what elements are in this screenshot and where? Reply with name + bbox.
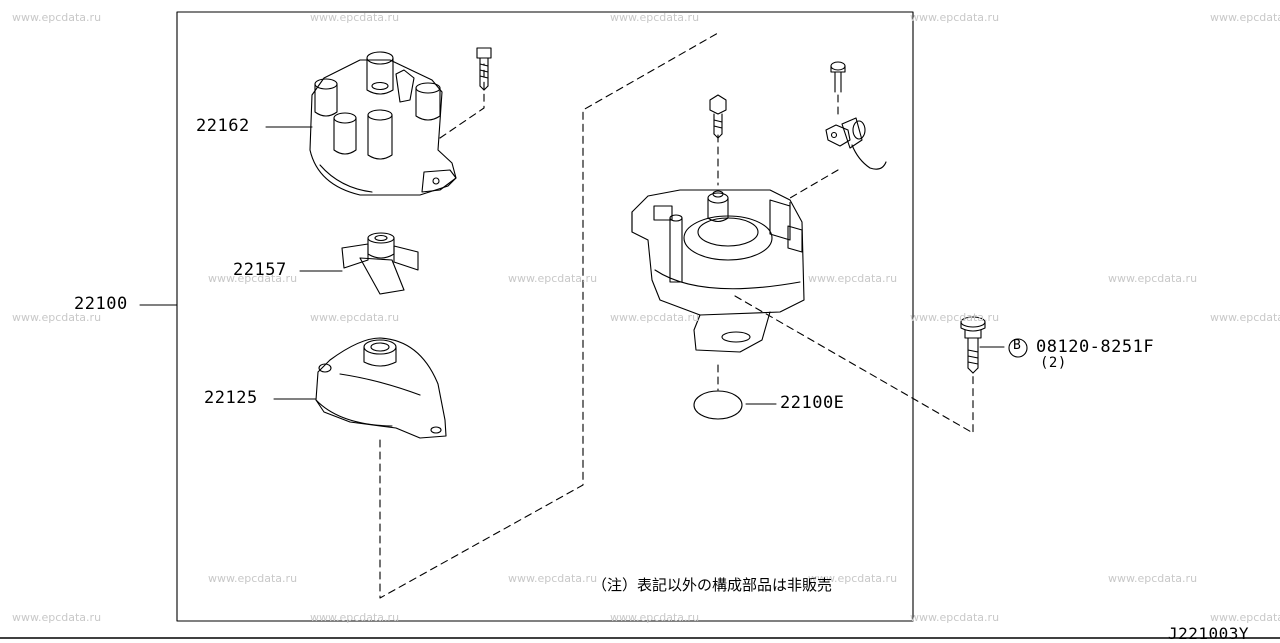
assembly-frame xyxy=(176,11,914,622)
watermark: www.epcdata.ru xyxy=(12,611,102,624)
distributor-cap-drawing xyxy=(309,51,457,196)
watermark: www.epcdata.ru xyxy=(1210,311,1280,324)
label-rotor-22157[interactable]: 22157 xyxy=(233,260,287,280)
flange-bolt-drawing xyxy=(960,316,986,374)
watermark: www.epcdata.ru xyxy=(208,572,298,585)
assembly-dashed-lines xyxy=(379,32,974,599)
label-assembly-22100[interactable]: 22100 xyxy=(74,294,128,314)
watermark: www.epcdata.ru xyxy=(1108,572,1198,585)
leader-lines xyxy=(139,126,1005,405)
watermark: www.epcdata.ru xyxy=(508,272,598,285)
watermark: www.epcdata.ru xyxy=(12,11,102,24)
watermark: www.epcdata.ru xyxy=(12,311,102,324)
watermark: www.epcdata.ru xyxy=(910,311,1000,324)
label-inner-cap-22125[interactable]: 22125 xyxy=(204,388,258,408)
watermark: www.epcdata.ru xyxy=(910,11,1000,24)
watermark: www.epcdata.ru xyxy=(1210,611,1280,624)
diagram-code: J221003Y xyxy=(1168,624,1250,643)
watermark: www.epcdata.ru xyxy=(808,572,898,585)
cap-bolt-drawing xyxy=(476,47,492,91)
watermark: www.epcdata.ru xyxy=(310,311,400,324)
body-bolt-drawing xyxy=(709,94,727,139)
label-bolt-qty: (2) xyxy=(1040,355,1067,371)
condenser-drawing xyxy=(825,61,887,170)
label-bolt-08120-8251F[interactable]: 08120-8251F xyxy=(1036,337,1155,357)
bolt-circle-letter: B xyxy=(1013,338,1022,353)
watermark: www.epcdata.ru xyxy=(910,611,1000,624)
note-text: （注）表記以外の構成部品は非販売 xyxy=(592,576,833,594)
distributor-body-drawing xyxy=(631,189,805,353)
watermark: www.epcdata.ru xyxy=(610,11,700,24)
watermark: www.epcdata.ru xyxy=(508,572,598,585)
rotor-drawing xyxy=(341,232,419,295)
inner-cap-drawing xyxy=(315,337,447,439)
watermark: www.epcdata.ru xyxy=(208,272,298,285)
bolt-circle-marker xyxy=(1008,338,1028,358)
watermark: www.epcdata.ru xyxy=(610,311,700,324)
watermark: www.epcdata.ru xyxy=(610,611,700,624)
watermark: www.epcdata.ru xyxy=(1108,272,1198,285)
label-cap-22162[interactable]: 22162 xyxy=(196,116,250,136)
watermark: www.epcdata.ru xyxy=(310,611,400,624)
watermark: www.epcdata.ru xyxy=(808,272,898,285)
seal-drawing xyxy=(693,390,743,420)
watermark: www.epcdata.ru xyxy=(310,11,400,24)
label-seal-22100E[interactable]: 22100E xyxy=(780,393,845,413)
watermark: www.epcdata.ru xyxy=(1210,11,1280,24)
